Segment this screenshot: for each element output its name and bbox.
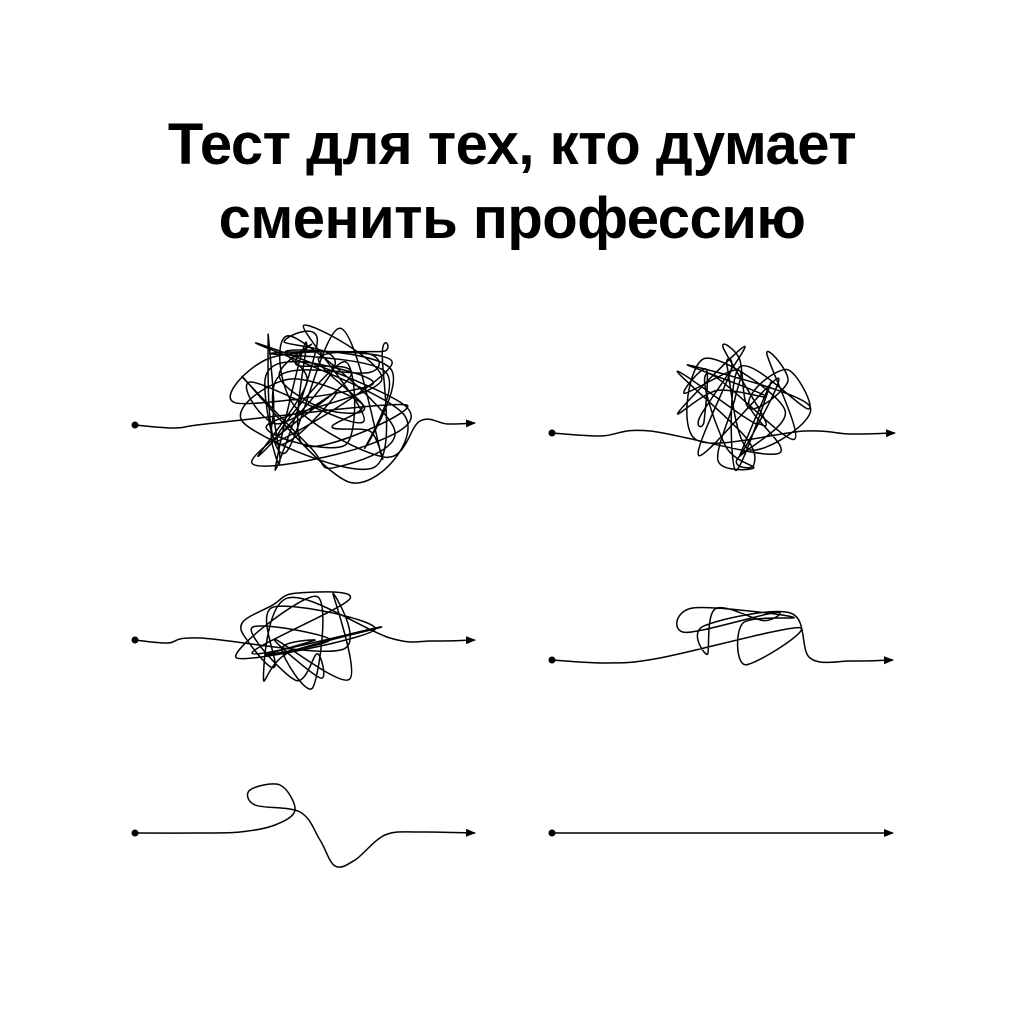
line-stage-medium-tangled — [131, 591, 476, 690]
start-dot — [548, 829, 556, 837]
tangled-line — [134, 783, 476, 868]
title-line-2: сменить профессию — [218, 186, 806, 251]
page-title: Тест для тех, кто думает сменить професс… — [0, 108, 1024, 256]
line-stage-very-tangled — [131, 324, 476, 484]
start-dot — [131, 421, 139, 429]
line-stage-tangled — [548, 343, 896, 472]
line-stage-few-loops — [548, 606, 894, 666]
start-dot — [131, 636, 139, 644]
tangled-line — [551, 343, 896, 472]
start-dot — [548, 429, 556, 437]
start-dot — [131, 829, 139, 837]
line-stage-single-wave — [131, 783, 476, 868]
line-stage-straight — [548, 829, 894, 837]
tangled-line — [551, 606, 894, 666]
tangled-line — [134, 591, 476, 690]
title-line-1: Тест для тех, кто думает — [167, 112, 857, 177]
tangled-line — [134, 324, 476, 484]
start-dot — [548, 656, 556, 664]
